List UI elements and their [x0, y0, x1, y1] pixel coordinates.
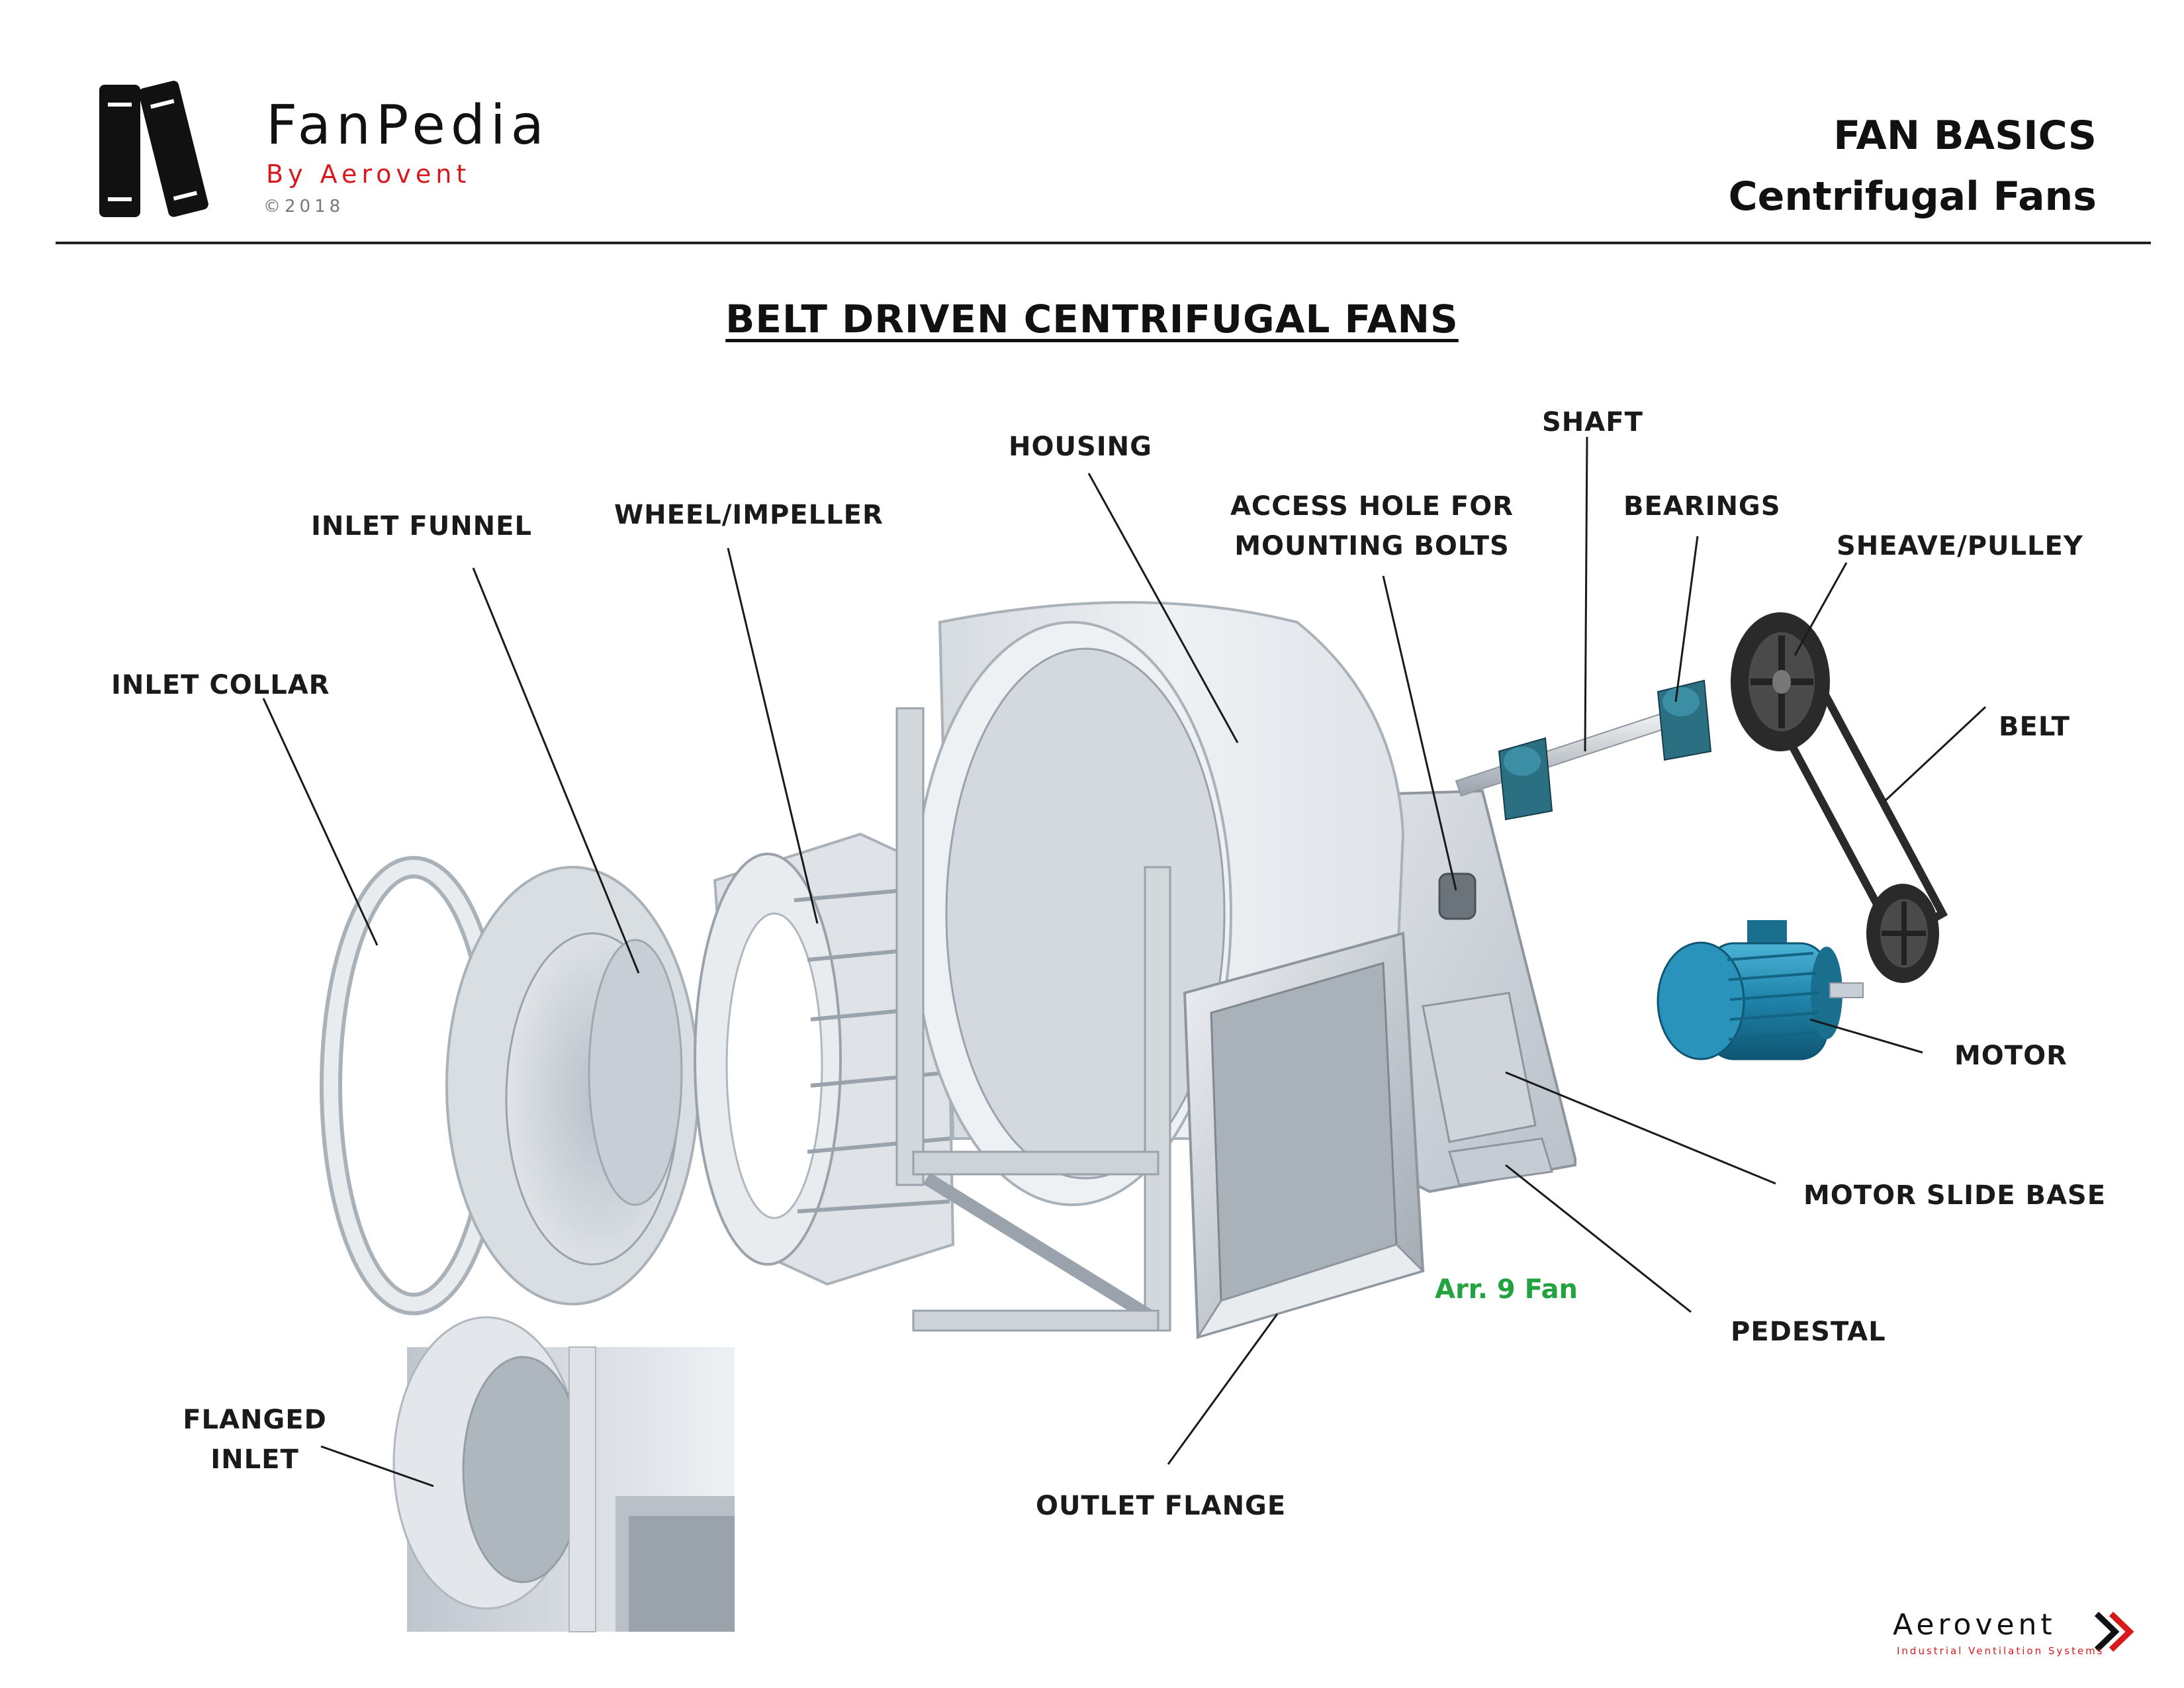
label-access-hole: ACCESS HOLE FOR MOUNTING BOLTS [1223, 487, 1521, 566]
label-access-hole-line2: MOUNTING BOLTS [1234, 531, 1510, 561]
books-logo-icon [99, 81, 208, 217]
footer-brand: Aerovent [1893, 1608, 2056, 1642]
leader-wheel-impeller [727, 547, 819, 924]
diagram-title: BELT DRIVEN CENTRIFUGAL FANS [725, 297, 1459, 342]
subsection-title: Centrifugal Fans [1728, 173, 2097, 220]
inlet-funnel-part [445, 866, 700, 1305]
leader-bearings [1674, 536, 1699, 702]
section-title: FAN BASICS [1833, 113, 2097, 159]
wheel-impeller-part [694, 832, 955, 1286]
leader-belt [1884, 706, 1987, 802]
label-motor-slide-base: MOTOR SLIDE BASE [1803, 1180, 2107, 1211]
arrangement-note: Arr. 9 Fan [1435, 1274, 1578, 1305]
fan-housing-assembly [895, 601, 1576, 1339]
label-flanged-inlet-line2: INLET [210, 1444, 299, 1475]
label-inlet-funnel: INLET FUNNEL [311, 511, 532, 541]
label-access-hole-line1: ACCESS HOLE FOR [1230, 491, 1514, 522]
flanged-inlet-inset [392, 1316, 735, 1632]
brand-subtitle: By Aerovent [266, 160, 471, 189]
shaft-bearings-part [1455, 679, 1712, 821]
leader-motor-slide-base [1505, 1071, 1776, 1185]
leader-inlet-funnel [472, 567, 640, 974]
leader-inlet-collar [262, 698, 379, 946]
label-housing: HOUSING [1009, 432, 1152, 462]
label-bearings: BEARINGS [1623, 491, 1781, 522]
label-flanged-inlet: FLANGED INLET [165, 1400, 344, 1479]
label-shaft: SHAFT [1542, 407, 1643, 438]
chevron-right-icon [2094, 1611, 2134, 1652]
label-flanged-inlet-line1: FLANGED [183, 1405, 327, 1435]
leader-sheave [1794, 562, 1848, 656]
leader-housing [1087, 473, 1239, 743]
footer-tagline: Industrial Ventilation Systems [1897, 1645, 2105, 1657]
leader-pedestal [1505, 1164, 1692, 1313]
leader-shaft [1584, 436, 1588, 752]
label-pedestal: PEDESTAL [1731, 1317, 1886, 1347]
label-outlet-flange: OUTLET FLANGE [1036, 1491, 1287, 1521]
copyright-text: ©2018 [263, 197, 345, 216]
brand-title: FanPedia [266, 94, 549, 157]
leader-lines [262, 436, 1987, 1487]
leader-outlet-flange [1167, 1313, 1279, 1465]
motor-part [1657, 920, 1864, 1060]
label-wheel-impeller: WHEEL/IMPELLER [614, 500, 884, 530]
leader-flanged-inlet [320, 1445, 434, 1487]
sheave-belt-part [1731, 612, 1948, 983]
label-inlet-collar: INLET COLLAR [111, 670, 330, 700]
leader-motor [1809, 1018, 1923, 1054]
leader-access-hole [1382, 575, 1457, 891]
label-sheave-pulley: SHEAVE/PULLEY [1837, 531, 2083, 561]
label-motor: MOTOR [1954, 1041, 2068, 1071]
label-belt: BELT [1999, 712, 2070, 742]
